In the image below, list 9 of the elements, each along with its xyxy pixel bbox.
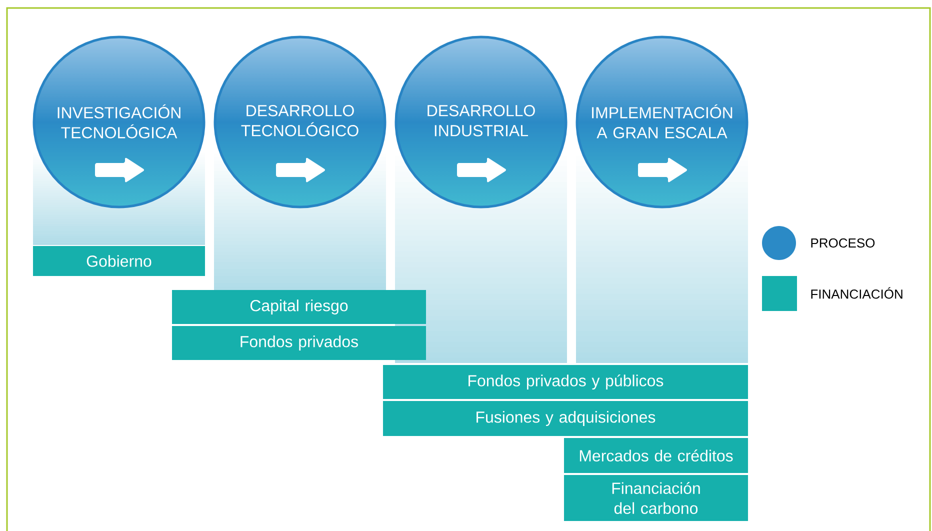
funding-box: Fondos privados <box>172 326 426 360</box>
funding-box: Fusiones y adquisiciones <box>383 401 748 436</box>
funding-box: Capital riesgo <box>172 290 426 324</box>
legend-label: PROCESO <box>811 238 875 248</box>
funding-box: Gobierno <box>33 246 205 276</box>
legend-label: FINANCIACIÓN <box>811 287 902 299</box>
funding-box: Financiación del carbono <box>564 475 748 521</box>
funding-box: Fondos privados y públicos <box>383 365 748 399</box>
funding-box: Mercados de créditos <box>564 438 748 473</box>
